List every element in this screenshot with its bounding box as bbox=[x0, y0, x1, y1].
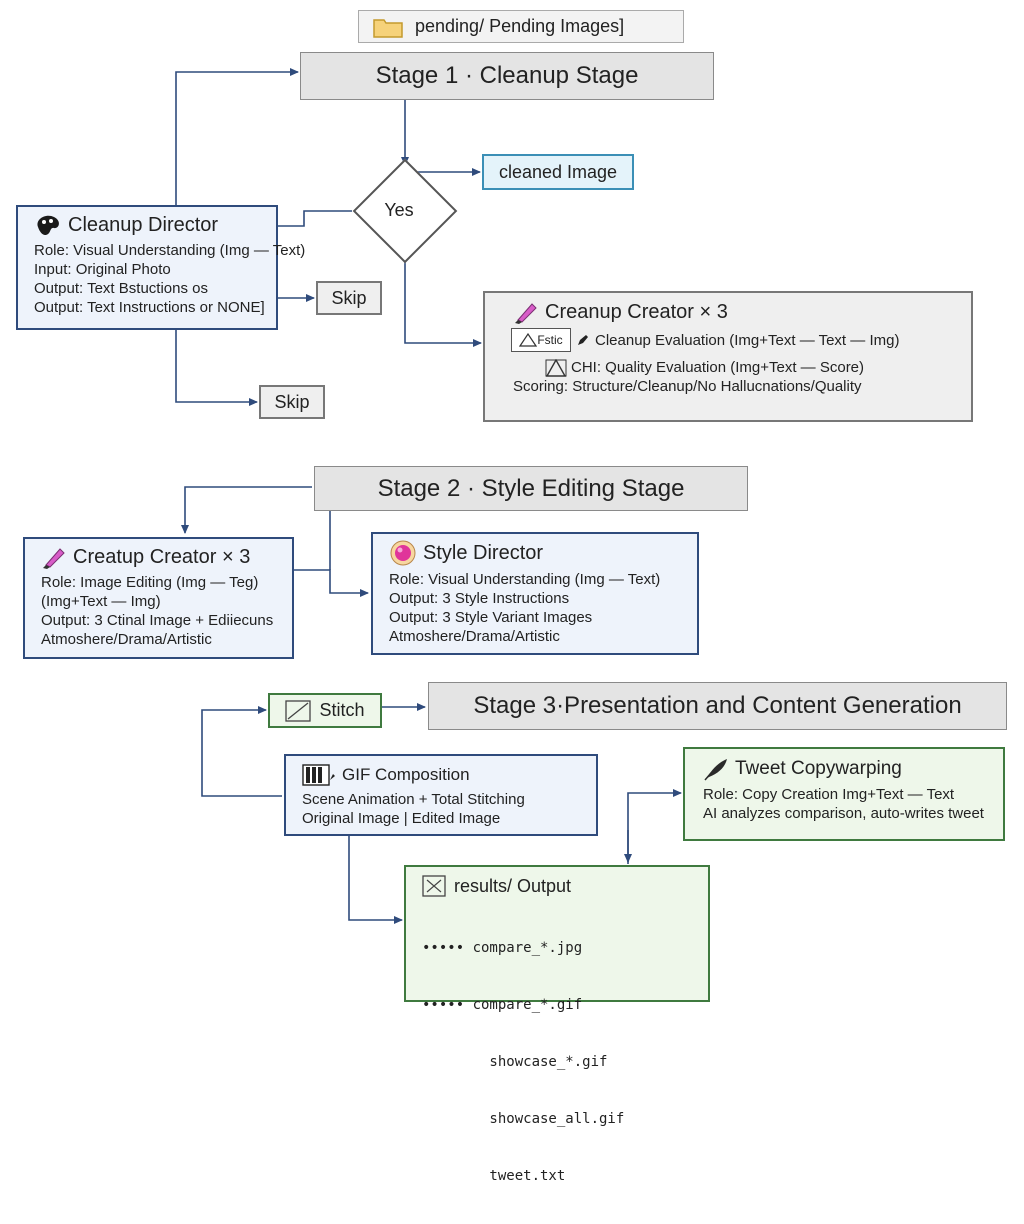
results-folder-icon bbox=[422, 875, 448, 897]
thumbnail-text: Fstic bbox=[537, 333, 563, 347]
cleaned-image-label: cleaned Image bbox=[498, 161, 618, 182]
results-file-list: ••••• compare_*.jpg ••••• compare_*.gif … bbox=[422, 901, 708, 1224]
cleanup-eval-row: Fstic Cleanup Evaluation (Img+Text — Tex… bbox=[511, 328, 971, 352]
stitch-label: Stitch bbox=[319, 700, 365, 720]
tweet-title: Tweet Copywarping bbox=[735, 758, 902, 779]
style-director-output-b: Output: 3 Style Variant Images bbox=[389, 609, 593, 626]
brush-icon bbox=[513, 300, 539, 324]
style-creator-output: Output: 3 Ctinal Image + Ediiecuns bbox=[41, 612, 274, 629]
cleanup-eval-text: Cleanup Evaluation (Img+Text — Text — Im… bbox=[595, 331, 900, 349]
tweet-header: Tweet Copywarping bbox=[703, 757, 1003, 781]
gif-composition-desc-b: Original Image | Edited Image bbox=[302, 810, 501, 827]
cleanup-creator-header: Creanup Creator × 3 bbox=[513, 300, 971, 324]
cleanup-director-output-b: Output: Text Instructions or NONE] bbox=[34, 299, 265, 316]
thumbnail-icon: Fstic bbox=[511, 328, 571, 352]
arrow-stage2-to-creator bbox=[181, 486, 312, 534]
style-director-output-a: Output: 3 Style Instructions bbox=[389, 590, 570, 607]
tweet-card: Tweet Copywarping Role: Copy Creation Im… bbox=[683, 747, 1005, 841]
result-file: ••••• compare_*.jpg bbox=[422, 940, 583, 956]
gif-composition-card: GIF Composition Scene Animation + Total … bbox=[284, 754, 598, 836]
quill-icon bbox=[703, 757, 729, 781]
gif-composition-desc-a: Scene Animation + Total Stitching bbox=[302, 791, 525, 808]
style-creator-styles: Atmoshere/Drama/Artistic bbox=[41, 631, 212, 648]
style-creator-io: (Img+Text — Img) bbox=[41, 593, 161, 610]
style-creator-header: Creatup Creator × 3 bbox=[41, 545, 292, 569]
stage1-title: Stage 1 · Cleanup Stage bbox=[375, 62, 639, 89]
cleanup-creator-card: Creanup Creator × 3 Fstic Cleanup Evalua… bbox=[483, 291, 973, 422]
triangle-icon bbox=[545, 358, 567, 377]
pending-folder-text: pending/ Pending Images] bbox=[415, 16, 625, 36]
arrow-results-to-tweet bbox=[627, 789, 682, 864]
results-output-card: results/ Output ••••• compare_*.jpg ••••… bbox=[404, 865, 710, 1184]
brush-icon bbox=[41, 545, 67, 569]
stage3-header: Stage 3·Presentation and Content Generat… bbox=[428, 682, 1007, 730]
arrow-director-to-stage1 bbox=[175, 68, 299, 205]
arrow-creator-to-director bbox=[294, 569, 369, 597]
stitch-box: Stitch bbox=[268, 693, 382, 728]
style-director-title: Style Director bbox=[423, 541, 544, 564]
palette-color-icon bbox=[389, 540, 417, 566]
arrow-director-to-skip-b bbox=[175, 330, 258, 406]
stage1-header: Stage 1 · Cleanup Stage bbox=[300, 52, 714, 100]
skip-box-b: Skip bbox=[259, 385, 325, 419]
cleaned-image-box: cleaned Image bbox=[482, 154, 634, 190]
style-director-styles: Atmoshere/Drama/Artistic bbox=[389, 628, 560, 645]
pending-folder-label: pending/ Pending Images] bbox=[358, 10, 684, 43]
pen-icon bbox=[577, 334, 589, 346]
cleanup-director-input: Input: Original Photo bbox=[34, 261, 171, 278]
results-output-header: results/ Output bbox=[422, 875, 708, 897]
quality-eval-row: CHI: Quality Evaluation (Img+Text — Scor… bbox=[545, 358, 971, 377]
results-output-title: results/ Output bbox=[454, 875, 572, 896]
cleanup-director-card: Cleanup Director Role: Visual Understand… bbox=[16, 205, 306, 330]
tweet-role: Role: Copy Creation Img+Text — Text bbox=[703, 786, 955, 803]
skip-box-a: Skip bbox=[316, 281, 382, 315]
style-creator-role: Role: Image Editing (Img — Teg) bbox=[41, 574, 259, 591]
cleanup-director-role: Role: Visual Understanding (Img — Text) bbox=[34, 242, 306, 259]
result-file: tweet.txt bbox=[422, 1168, 566, 1184]
skip-label-a: Skip bbox=[331, 287, 367, 308]
arrow-decision-to-creator bbox=[404, 256, 482, 347]
style-creator-card: Creatup Creator × 3 Role: Image Editing … bbox=[23, 537, 294, 659]
folder-icon bbox=[373, 16, 403, 38]
film-icon bbox=[302, 764, 336, 786]
cleanup-director-output-a: Output: Text Bstuctions os bbox=[34, 280, 208, 297]
scoring-text: Scoring: Structure/Cleanup/No Hallucnati… bbox=[513, 378, 862, 395]
result-file: showcase_all.gif bbox=[422, 1111, 625, 1127]
tweet-desc: AI analyzes comparison, auto-writes twee… bbox=[703, 805, 984, 822]
palette-icon bbox=[34, 213, 62, 237]
arrow-gif-to-results bbox=[348, 836, 403, 924]
decision-label: Yes bbox=[384, 200, 414, 220]
stage2-header: Stage 2 · Style Editing Stage bbox=[314, 466, 748, 511]
stage2-title: Stage 2 · Style Editing Stage bbox=[377, 474, 685, 502]
stitch-icon bbox=[285, 699, 312, 722]
result-file: ••••• compare_*.gif bbox=[422, 997, 583, 1013]
skip-label-b: Skip bbox=[274, 391, 310, 412]
style-director-role: Role: Visual Understanding (Img — Text) bbox=[389, 571, 661, 588]
stage3-title: Stage 3·Presentation and Content Generat… bbox=[473, 692, 962, 719]
quality-eval-text: CHI: Quality Evaluation (Img+Text — Scor… bbox=[571, 359, 865, 376]
style-creator-title: Creatup Creator × 3 bbox=[73, 545, 251, 568]
cleanup-creator-title: Creanup Creator × 3 bbox=[545, 300, 728, 323]
style-director-card: Style Director Role: Visual Understandin… bbox=[371, 532, 699, 655]
cleanup-director-title: Cleanup Director bbox=[68, 213, 219, 236]
arrow-director-to-decision bbox=[278, 210, 352, 227]
result-file: showcase_*.gif bbox=[422, 1054, 608, 1070]
cleanup-director-header: Cleanup Director bbox=[34, 213, 276, 237]
style-director-header: Style Director bbox=[389, 540, 697, 566]
gif-composition-title: GIF Composition bbox=[342, 765, 470, 784]
gif-composition-header: GIF Composition bbox=[302, 764, 596, 786]
